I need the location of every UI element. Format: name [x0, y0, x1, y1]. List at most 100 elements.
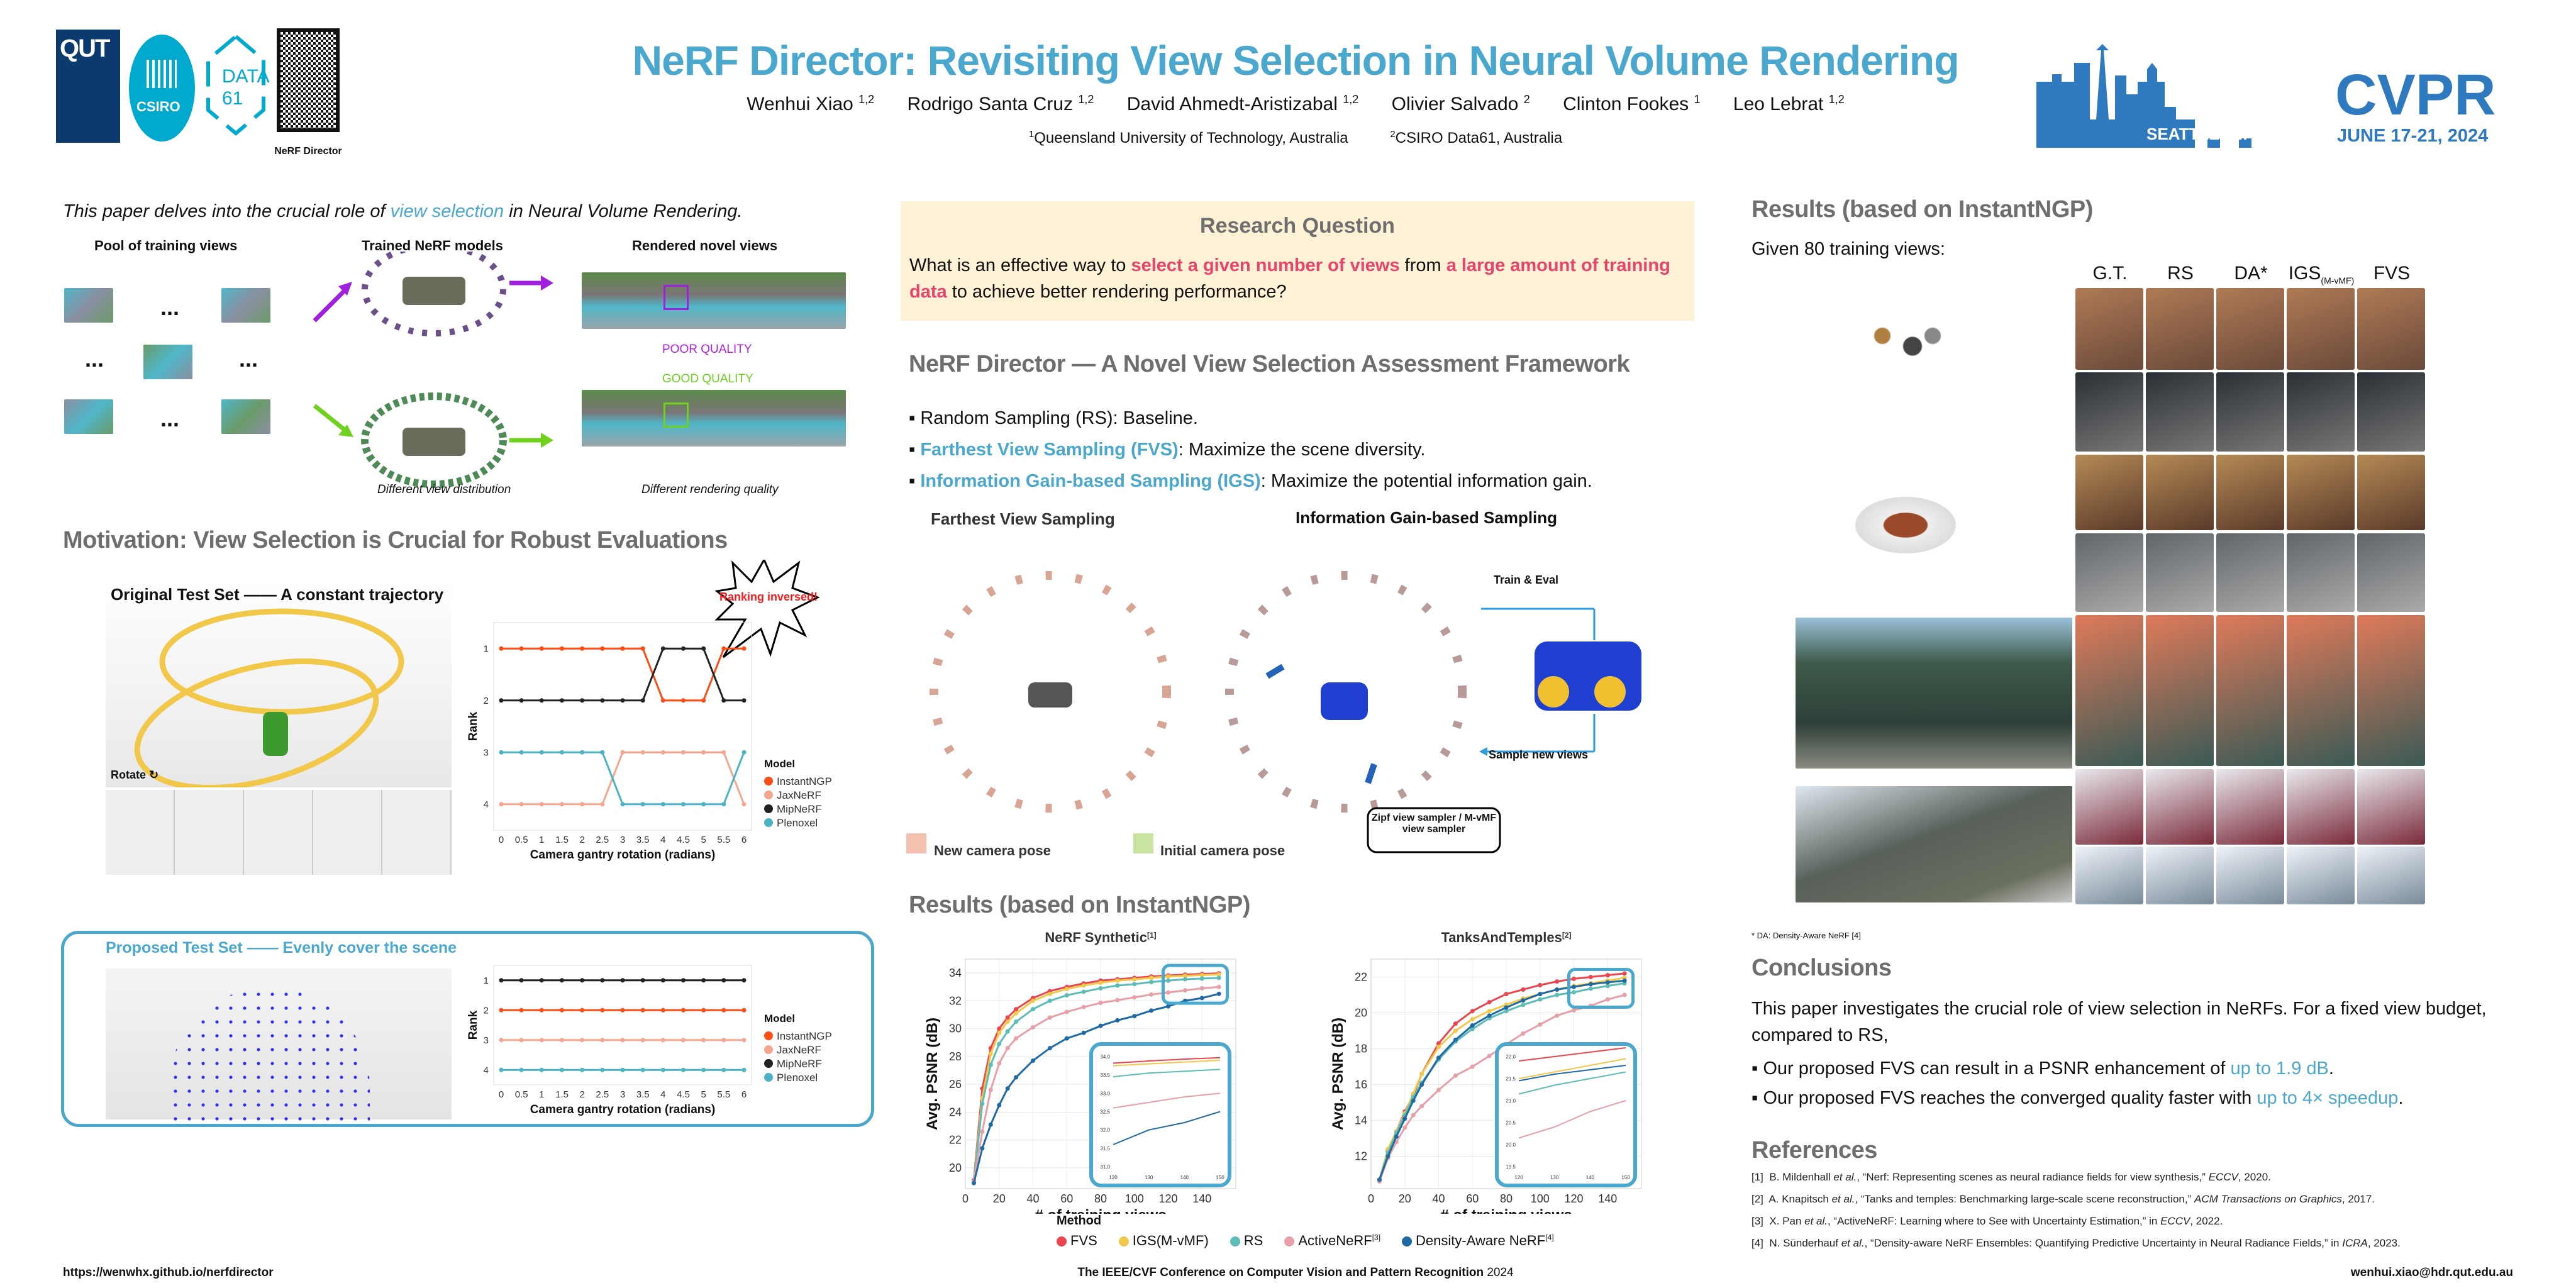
data-point [701, 1038, 706, 1043]
data-point [980, 1129, 985, 1134]
comparison-tile [2357, 455, 2425, 530]
research-question-box: Research Question What is an effective w… [901, 201, 1694, 321]
csiro-logo-text: CSIRO [136, 99, 180, 114]
data-point [560, 1067, 564, 1072]
y-axis-label: Rank [467, 1010, 480, 1040]
x-tick-label: 5 [701, 835, 706, 845]
original-test-set-image: Original Test Set —— A constant trajecto… [106, 580, 452, 787]
data-point [580, 646, 585, 651]
legend-marker [764, 1059, 773, 1068]
qut-logo: QUT [56, 30, 120, 143]
data-point [1605, 984, 1610, 989]
x-tick-label: 0 [962, 1192, 969, 1205]
data-point [1031, 1007, 1035, 1012]
legend-label: IGS(M-vMF) [1132, 1233, 1209, 1248]
burst-text: Ranking inversed! [719, 591, 818, 603]
comparison-tile [2075, 615, 2143, 766]
data-point [1521, 1031, 1526, 1036]
affiliation: 1Queensland University of Technology, Au… [1028, 129, 1348, 147]
x-tick-label: 1.5 [555, 835, 569, 845]
comparison-tile [2216, 615, 2284, 766]
y-tick-label: 34 [949, 967, 962, 979]
data-point [640, 750, 645, 755]
data-point [1622, 978, 1627, 983]
zoom-highlight-box [1161, 963, 1230, 1005]
data-point [1419, 1104, 1424, 1109]
title-ref: [1] [1147, 931, 1157, 940]
legend-marker [1230, 1236, 1240, 1247]
data-point [539, 1008, 544, 1013]
y-tick-label: 14 [1355, 1114, 1367, 1127]
y-tick-label: 18 [1355, 1043, 1367, 1055]
data-point [1115, 978, 1120, 983]
data-point [499, 698, 504, 703]
sample-new-views-label: Sample new views [1489, 748, 1589, 761]
qr-code[interactable] [277, 28, 340, 132]
column-header-gt: G.T. [2092, 263, 2128, 284]
data-point [997, 1026, 1002, 1031]
x-tick-label: 100 [1531, 1192, 1550, 1205]
comparison-tile [2216, 533, 2284, 612]
data-point [539, 978, 544, 983]
y-tick-label: 28 [949, 1050, 962, 1063]
author: Leo Lebrat 1,2 [1733, 93, 1845, 114]
column-header-da: DA* [2234, 263, 2268, 284]
author: Clinton Fookes 1 [1563, 93, 1701, 114]
data-point [539, 646, 544, 651]
data-point [1081, 983, 1086, 988]
data-point [1419, 1082, 1424, 1087]
x-tick-label: 1 [539, 835, 544, 845]
data-point [600, 802, 605, 807]
data-point [1081, 1004, 1086, 1009]
data-point [741, 1067, 747, 1072]
x-tick-label: 120 [1158, 1192, 1177, 1205]
x-tick-label: 80 [1500, 1192, 1513, 1205]
data-point [1216, 984, 1221, 989]
data-point [1149, 975, 1154, 980]
ellipsis: ... [160, 406, 180, 431]
title-ref: [2] [1562, 931, 1572, 940]
comparison-tile [2287, 615, 2355, 766]
data-point [1166, 990, 1170, 995]
comparison-tile [2146, 615, 2214, 766]
data-point [539, 750, 544, 755]
data-point [1047, 1015, 1052, 1020]
data-point [560, 802, 564, 807]
reference-item: [2] A. Knapitsch et al., “Tanks and temp… [1752, 1193, 2375, 1205]
author: Wenhui Xiao 1,2 [747, 93, 875, 114]
training-views-thumbnail [143, 345, 192, 379]
scene-tank [1796, 786, 2072, 902]
column-header-fvs: FVS [2373, 263, 2411, 284]
x-tick-label: 2 [579, 835, 584, 845]
author-list: Wenhui Xiao 1,2 Rodrigo Santa Cruz 1,2 D… [566, 93, 2025, 115]
x-tick-label: 100 [1125, 1192, 1144, 1205]
comparison-tile [2075, 533, 2143, 612]
data-point [1182, 974, 1187, 979]
comparison-tile [2146, 288, 2214, 370]
data-point [560, 1008, 564, 1013]
proposed-test-set-image [106, 969, 452, 1126]
x-tick-label: 4 [660, 835, 665, 845]
camera-cloud-poor [362, 252, 506, 336]
data-point [701, 1067, 706, 1072]
results-heading-right: Results (based on InstantNGP) [1752, 196, 2093, 223]
project-url[interactable]: https://wenwhx.github.io/nerfdirector [63, 1266, 274, 1279]
hexagon-icon [206, 34, 265, 136]
x-tick-label: 6 [741, 1089, 747, 1100]
arrow-icon [509, 433, 553, 448]
series-line-plenoxel [501, 751, 745, 806]
data-point [1572, 984, 1576, 989]
contact-email[interactable]: wenhui.xiao@hdr.qut.edu.au [2350, 1266, 2513, 1279]
data-point [1411, 1113, 1416, 1118]
cvpr-location: SEATTLE, WA [2146, 125, 2255, 143]
inset-x-tick: 130 [1550, 1175, 1559, 1180]
inset-y-tick: 31.5 [1100, 1146, 1110, 1152]
inset-y-tick: 33.0 [1100, 1091, 1110, 1096]
data-point [499, 1008, 504, 1013]
x-tick-label: 3 [620, 835, 625, 845]
data-point [1436, 1055, 1441, 1060]
x-axis-label: Camera gantry rotation (radians) [530, 1103, 716, 1116]
y-tick-label: 24 [949, 1106, 962, 1118]
legend-ref: [4] [1545, 1233, 1554, 1242]
data-point [1572, 1008, 1576, 1013]
